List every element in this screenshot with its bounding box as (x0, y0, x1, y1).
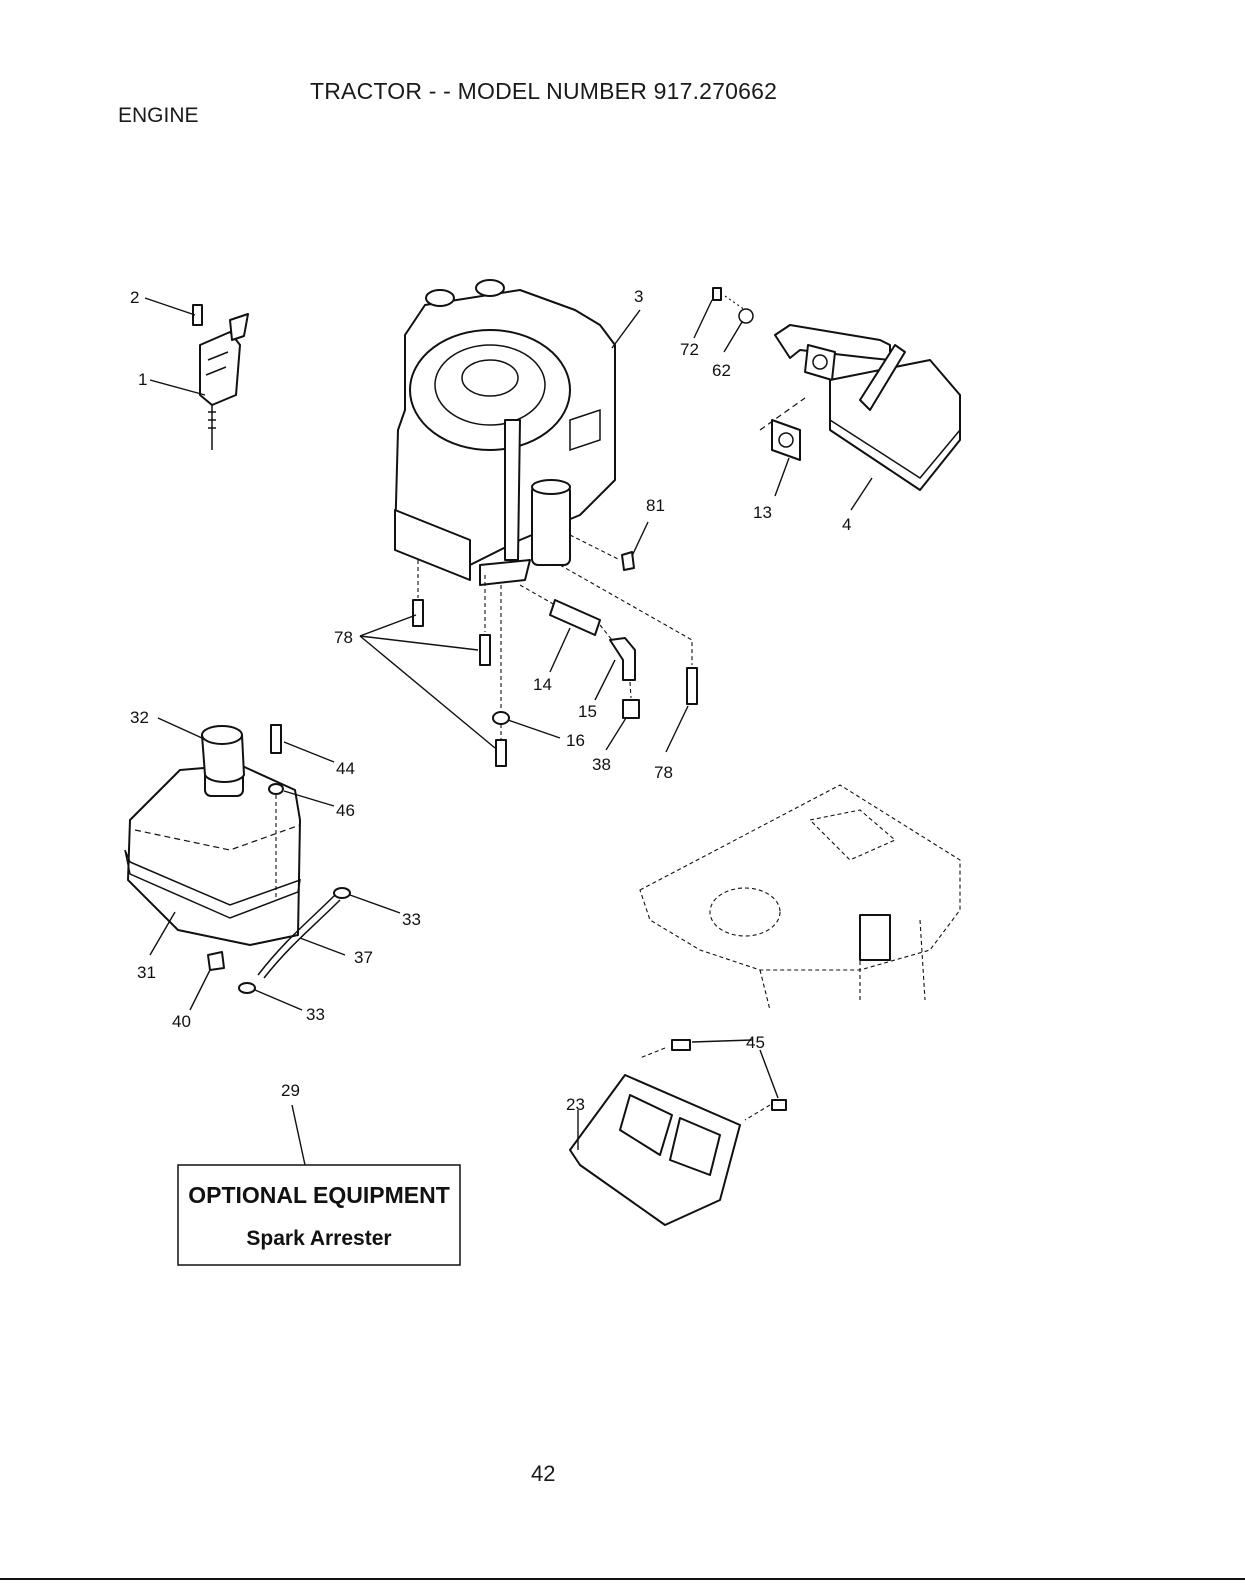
callout-1: 1 (138, 370, 147, 389)
callout-46: 46 (336, 801, 355, 820)
callout-38: 38 (592, 755, 611, 774)
callout-15: 15 (578, 702, 597, 721)
callout-32: 32 (130, 708, 149, 727)
callout-78-right: 78 (654, 763, 673, 782)
callout-45: 45 (746, 1033, 765, 1052)
callout-23: 23 (566, 1095, 585, 1114)
callout-16: 16 (566, 731, 585, 750)
callout-4: 4 (842, 515, 851, 534)
callout-72: 72 (680, 340, 699, 359)
page-number: 42 (531, 1461, 555, 1487)
callout-3: 3 (634, 287, 643, 306)
callout-14: 14 (533, 675, 552, 694)
fuel-tank-assembly (125, 725, 350, 993)
callout-2: 2 (130, 288, 139, 307)
throttle-control (193, 305, 248, 450)
callout-81: 81 (646, 496, 665, 515)
callout-37: 37 (354, 948, 373, 967)
tractor-frame (640, 785, 960, 1010)
callout-31: 31 (137, 963, 156, 982)
callout-40: 40 (172, 1012, 191, 1031)
callout-44: 44 (336, 759, 355, 778)
optional-equipment-heading: OPTIONAL EQUIPMENT (188, 1182, 450, 1208)
spark-arrester-bracket (570, 1040, 786, 1225)
callout-33-upper: 33 (402, 910, 421, 929)
callout-33-lower: 33 (306, 1005, 325, 1024)
callout-62: 62 (712, 361, 731, 380)
engine (395, 280, 615, 585)
muffler-assembly (713, 288, 960, 490)
callout-78-left: 78 (334, 628, 353, 647)
spark-arrester-label: Spark Arrester (246, 1227, 391, 1250)
callout-29: 29 (281, 1081, 300, 1100)
callout-13: 13 (753, 503, 772, 522)
optional-equipment-box: OPTIONAL EQUIPMENT Spark Arrester (178, 1165, 460, 1265)
